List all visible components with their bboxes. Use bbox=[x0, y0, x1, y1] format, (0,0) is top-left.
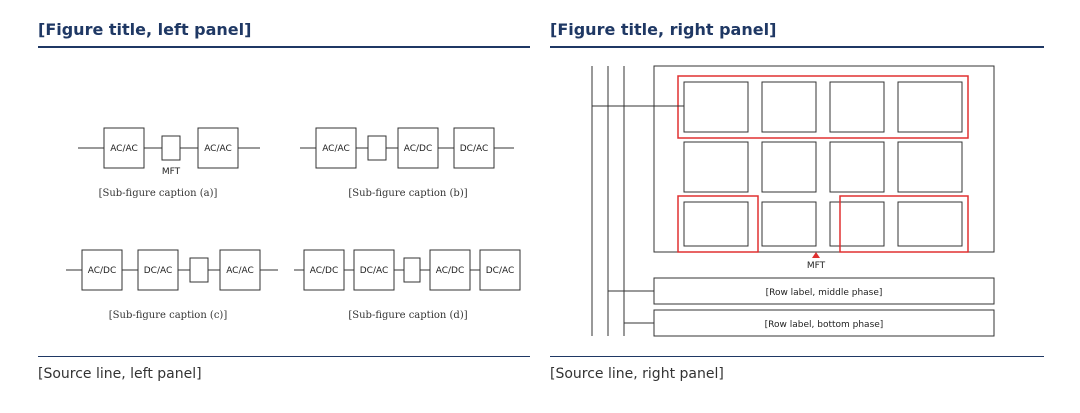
isolation-cell bbox=[829, 201, 885, 247]
phase-c-box bbox=[653, 309, 995, 337]
block-label: AC/AC bbox=[322, 144, 350, 154]
dc-ac-block bbox=[353, 249, 395, 291]
isolation-cell bbox=[829, 81, 885, 133]
phase-b-label: [Row label, middle phase] bbox=[766, 288, 883, 298]
variant-a-diagram: AC/AC MFT AC/AC [Sub-figure caption (a)] bbox=[78, 127, 260, 199]
ac-dc-block bbox=[397, 127, 439, 169]
hvpc-cell bbox=[683, 201, 749, 247]
mft-label: MFT bbox=[162, 167, 181, 177]
right-title-rule bbox=[550, 46, 1044, 48]
right-figure-title: [Figure title, right panel] bbox=[550, 20, 777, 39]
left-figure-image: AC/AC MFT AC/AC [Sub-figure caption (a)]… bbox=[38, 56, 530, 346]
dc-ac-block bbox=[137, 249, 179, 291]
right-figure-image: MFT [Row label, middle phase] [Row label… bbox=[550, 56, 1044, 346]
block-label: DC/AC bbox=[144, 266, 173, 276]
block-label: AC/DC bbox=[404, 144, 433, 154]
lvpc-cell bbox=[897, 141, 963, 193]
phase-b-box bbox=[653, 277, 995, 305]
hvpc-cell bbox=[683, 81, 749, 133]
caption-d: [Sub-figure caption (d)] bbox=[348, 310, 467, 321]
block-label: AC/AC bbox=[204, 144, 232, 154]
lvpc-highlight-box bbox=[839, 195, 969, 253]
ac-ac-block bbox=[315, 127, 357, 169]
mft-transformer bbox=[189, 257, 209, 283]
left-bottom-rule bbox=[38, 356, 530, 357]
block-label: AC/DC bbox=[88, 266, 117, 276]
phase-c-label: [Row label, bottom phase] bbox=[765, 320, 884, 330]
left-source: [Source line, left panel] bbox=[38, 366, 202, 382]
ac-ac-block bbox=[197, 127, 239, 169]
isolation-cell bbox=[761, 201, 817, 247]
block-label: AC/DC bbox=[310, 266, 339, 276]
right-figure: [Figure title, right panel] bbox=[550, 0, 1044, 413]
block-label: DC/AC bbox=[360, 266, 389, 276]
block-label: DC/AC bbox=[460, 144, 489, 154]
caption-a: [Sub-figure caption (a)] bbox=[99, 188, 218, 199]
block-label: AC/DC bbox=[436, 266, 465, 276]
ac-dc-block bbox=[81, 249, 123, 291]
hvpc-cell bbox=[683, 141, 749, 193]
mft-label: MFT bbox=[807, 261, 826, 271]
variant-c-diagram: AC/DC DC/AC AC/AC [Sub-figure caption (c… bbox=[66, 249, 278, 321]
pebb-highlight-box bbox=[677, 75, 969, 139]
dc-ac-block bbox=[479, 249, 521, 291]
mft-arrow-icon bbox=[812, 252, 820, 258]
hvpc-highlight-box bbox=[677, 195, 759, 253]
mft-transformer bbox=[403, 257, 421, 283]
isolation-cell bbox=[761, 141, 817, 193]
ac-dc-block bbox=[303, 249, 345, 291]
right-source: [Source line, right panel] bbox=[550, 366, 724, 382]
block-label: DC/AC bbox=[486, 266, 515, 276]
caption-b: [Sub-figure caption (b)] bbox=[348, 188, 467, 199]
lvpc-cell bbox=[897, 201, 963, 247]
isolation-cell bbox=[761, 81, 817, 133]
isolation-cell bbox=[829, 141, 885, 193]
lvpc-cell bbox=[897, 81, 963, 133]
block-label: AC/AC bbox=[226, 266, 254, 276]
phase-a-cells bbox=[683, 81, 963, 247]
left-figure: [Figure title, left panel] AC/AC MFT AC/… bbox=[38, 0, 530, 413]
block-label: AC/AC bbox=[110, 144, 138, 154]
left-title-rule bbox=[38, 46, 530, 48]
left-figure-title: [Figure title, left panel] bbox=[38, 20, 252, 39]
mft-transformer bbox=[367, 135, 387, 161]
mft-transformer bbox=[161, 135, 181, 161]
right-bottom-rule bbox=[550, 356, 1044, 357]
variant-b-diagram: AC/AC AC/DC DC/AC [Sub-figure caption (b… bbox=[300, 127, 514, 199]
caption-c: [Sub-figure caption (c)] bbox=[109, 310, 228, 321]
variant-d-diagram: AC/DC DC/AC AC/DC DC/AC [Sub-figure capt… bbox=[294, 249, 521, 321]
